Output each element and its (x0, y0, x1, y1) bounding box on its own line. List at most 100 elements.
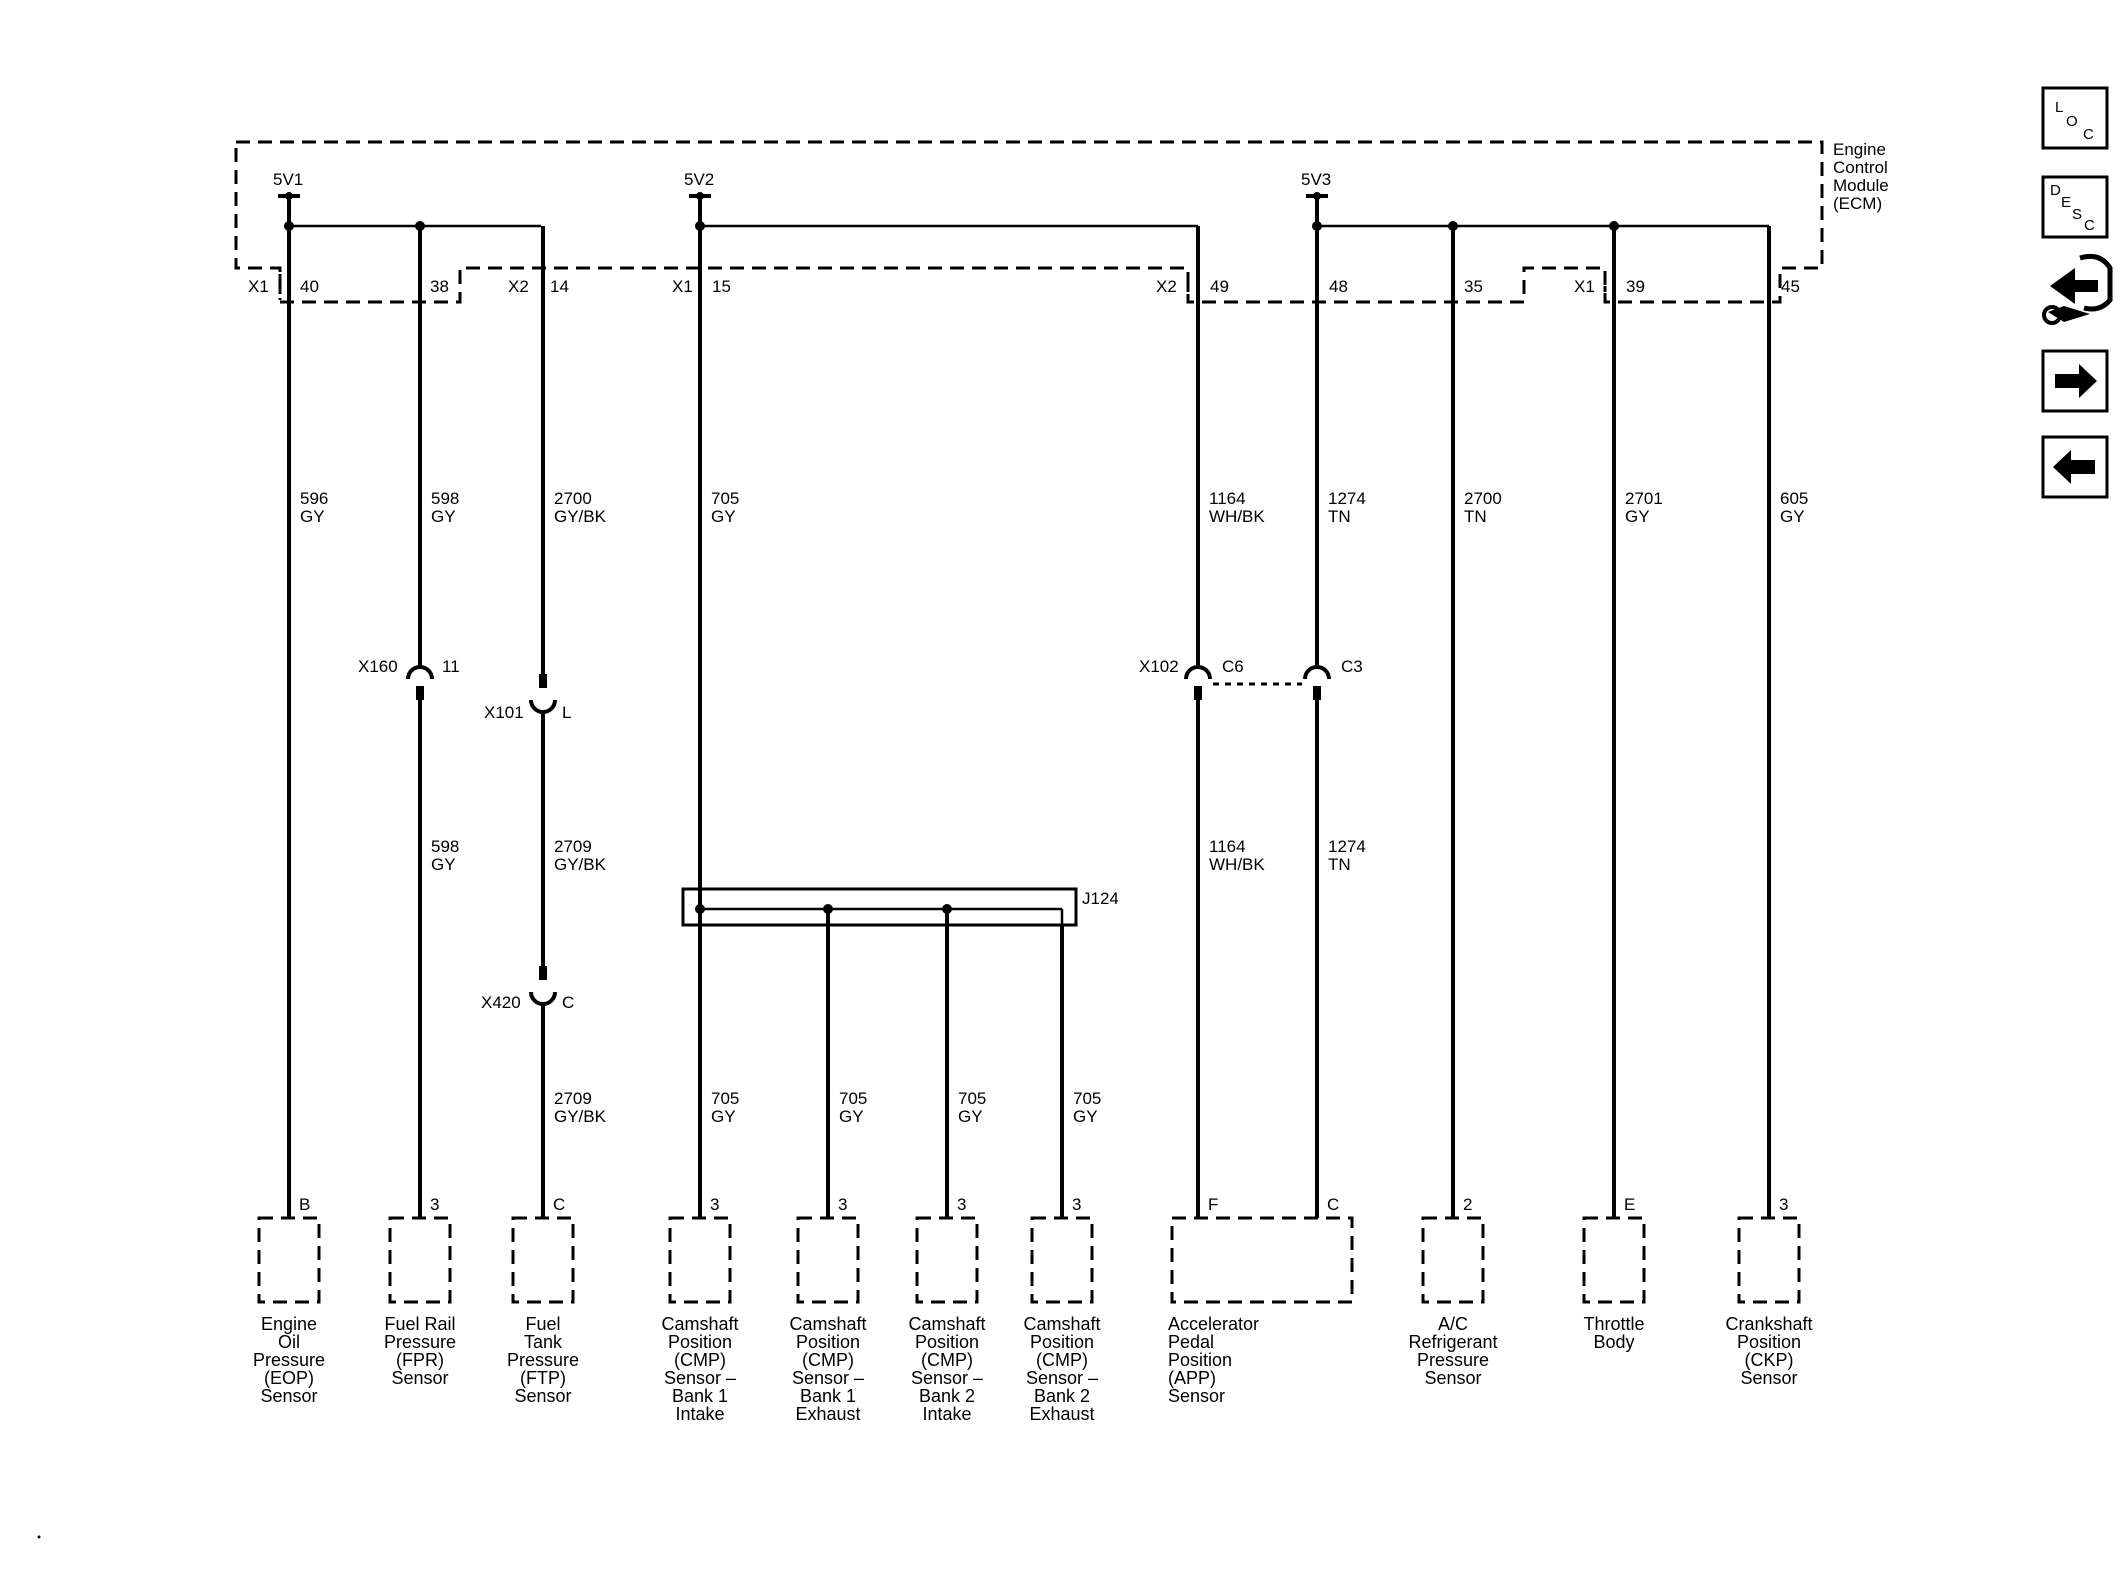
splice-j124-label: J124 (1082, 889, 1119, 908)
sensor-box-cmp1 (668, 1216, 732, 1304)
wire-cmp: 705 GY J124 705 GY 705 GY 705 GY 705 GY (681, 226, 1119, 1218)
pin-cmp2: 3 (838, 1195, 847, 1214)
wire-fpr-num: 598 (431, 489, 459, 508)
pin-15: 15 (712, 277, 731, 296)
wire-ckp-num: 605 (1780, 489, 1808, 508)
pin-cmp3: 3 (957, 1195, 966, 1214)
sensor-box-ckp (1737, 1216, 1801, 1304)
connector-x1-a: X1 (248, 277, 269, 296)
nav-desc-button[interactable]: D E S C (2041, 175, 2109, 239)
wire-app: 1164 WH/BK 1274 TN X102 C6 C3 1164 WH/BK… (1139, 226, 1366, 1218)
pin-app-f: F (1208, 1195, 1218, 1214)
pin-tb: E (1624, 1195, 1635, 1214)
pin-cmp1: 3 (710, 1195, 719, 1214)
desc-letter-s: S (2072, 206, 2082, 223)
internal-buses (284, 221, 1769, 231)
sensor-box-cmp4 (1030, 1216, 1094, 1304)
wire-ftp-color-3: GY/BK (554, 1107, 607, 1126)
wire-cmp2-color: GY (839, 1107, 864, 1126)
ecm-connector-labels: X1 40 38 X2 14 X1 15 X2 49 48 35 X1 39 4… (248, 274, 1800, 300)
wire-app2-color-2: TN (1328, 855, 1351, 874)
splice-j124 (681, 887, 1078, 927)
wire-eop: 596 GY (287, 226, 328, 1218)
connector-x102-pin-c3: C3 (1341, 657, 1363, 676)
pin-fpr: 3 (430, 1195, 439, 1214)
voltage-references: 5V1 5V2 5V3 (273, 170, 1331, 226)
ecm-label-3: Module (1833, 176, 1889, 195)
sensor-boxes (257, 1216, 1801, 1304)
wire-tb-color: GY (1625, 507, 1650, 526)
ref-5v2: 5V2 (684, 170, 714, 189)
connector-x160: X160 (358, 657, 398, 676)
connector-end-view-icon[interactable] (2042, 253, 2113, 325)
wire-app1-color-2: WH/BK (1209, 855, 1265, 874)
ref-5v3: 5V3 (1301, 170, 1331, 189)
wire-fpr-num-2: 598 (431, 837, 459, 856)
connector-x160-pin: 11 (442, 657, 460, 676)
wire-ftp: 2700 GY/BK X101 L 2709 GY/BK X420 C 2709… (481, 226, 607, 1218)
nav-loc-button[interactable]: L O C (2041, 86, 2109, 150)
wire-ckp-color: GY (1780, 507, 1805, 526)
wire-ac-color: TN (1464, 507, 1487, 526)
pin-cmp4: 3 (1072, 1195, 1081, 1214)
wire-ftp-num-3: 2709 (554, 1089, 592, 1108)
desc-letter-d: D (2050, 182, 2061, 199)
pin-38: 38 (430, 277, 449, 296)
connector-x1-b: X1 (672, 277, 693, 296)
sensor-box-ftp (511, 1216, 575, 1304)
wire-ftp-color-2: GY/BK (554, 855, 607, 874)
ecm-label-2: Control (1833, 158, 1888, 177)
desc-letter-c: C (2084, 217, 2095, 234)
wire-cmp2-num: 705 (839, 1089, 867, 1108)
wire-ftp-num: 2700 (554, 489, 592, 508)
pin-eop: B (299, 1195, 310, 1214)
wire-ac: 2700 TN (1451, 226, 1502, 1218)
wire-app1-num-2: 1164 (1209, 837, 1246, 856)
wire-fpr-color-2: GY (431, 855, 456, 874)
connector-x1-c: X1 (1574, 277, 1595, 296)
wire-throttle: 2701 GY (1612, 226, 1663, 1218)
wire-app2-num-2: 1274 (1328, 837, 1366, 856)
connector-x2-b: X2 (1156, 277, 1177, 296)
wire-cmp1-num: 705 (711, 1089, 739, 1108)
connector-x420-pin: C (562, 993, 574, 1012)
wire-app2-color: TN (1328, 507, 1351, 526)
sensor-box-app (1170, 1216, 1354, 1304)
pin-48: 48 (1329, 277, 1348, 296)
wire-fpr: 598 GY X160 11 598 GY (358, 226, 460, 1218)
back-arrow-icon (2053, 450, 2095, 484)
wire-cmp4-num: 705 (1073, 1089, 1101, 1108)
loc-letter-l: L (2055, 99, 2063, 116)
wire-ac-num: 2700 (1464, 489, 1502, 508)
ecm-label-4: (ECM) (1833, 194, 1882, 213)
wire-cmp4-color: GY (1073, 1107, 1098, 1126)
ecm-label-1: Engine (1833, 140, 1886, 159)
pin-45: 45 (1781, 277, 1800, 296)
wire-cmp3-color: GY (958, 1107, 983, 1126)
desc-letter-e: E (2061, 194, 2071, 211)
wire-ckp: 605 GY (1767, 226, 1808, 1218)
loc-letter-o: O (2066, 113, 2078, 130)
wire-cmp3-num: 705 (958, 1089, 986, 1108)
wire-cmp-color: GY (711, 507, 736, 526)
forward-arrow-icon (2055, 364, 2097, 398)
forward-arrow-button[interactable] (2041, 349, 2109, 413)
pin-40: 40 (300, 277, 319, 296)
pin-ac: 2 (1463, 1195, 1472, 1214)
connector-x101-pin: L (562, 703, 571, 722)
back-arrow-button[interactable] (2041, 435, 2109, 499)
sensor-box-ac (1421, 1216, 1485, 1304)
sensor-pins: B 3 C 3 3 3 3 F C 2 E 3 (299, 1195, 1788, 1214)
connector-x420: X420 (481, 993, 521, 1012)
connector-x101: X101 (484, 703, 524, 722)
